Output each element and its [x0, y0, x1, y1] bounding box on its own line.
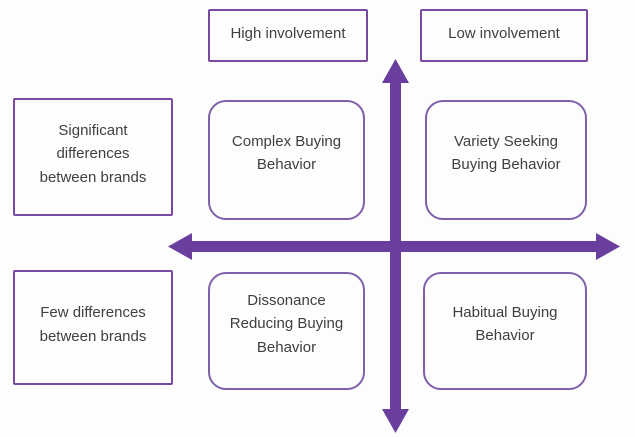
column-header-label: Low involvement — [448, 24, 560, 42]
quadrant-label: Dissonance Reducing Buying Behavior — [229, 292, 344, 356]
quadrant-habitual-buying-behavior: Habitual Buying Behavior — [423, 272, 587, 390]
column-header-label: High involvement — [230, 24, 346, 42]
row-label-few-differences: Few differences between brands — [13, 270, 173, 385]
row-label-text: Significant differences between brands — [39, 122, 147, 186]
row-label-significant-differences: Significant differences between brands — [13, 98, 173, 216]
vertical-axis-arrow — [382, 59, 409, 433]
quadrant-label: Habitual Buying Behavior — [452, 303, 558, 344]
quadrant-variety-seeking-buying-behavior: Variety Seeking Buying Behavior — [425, 100, 587, 220]
quadrant-label: Variety Seeking Buying Behavior — [451, 132, 561, 173]
quadrant-complex-buying-behavior: Complex Buying Behavior — [208, 100, 365, 220]
quadrant-label: Complex Buying Behavior — [231, 132, 342, 173]
column-header-high-involvement: High involvement — [208, 9, 368, 62]
column-header-low-involvement: Low involvement — [420, 9, 588, 62]
quadrant-dissonance-reducing-buying-behavior: Dissonance Reducing Buying Behavior — [208, 272, 365, 390]
row-label-text: Few differences between brands — [39, 304, 147, 345]
